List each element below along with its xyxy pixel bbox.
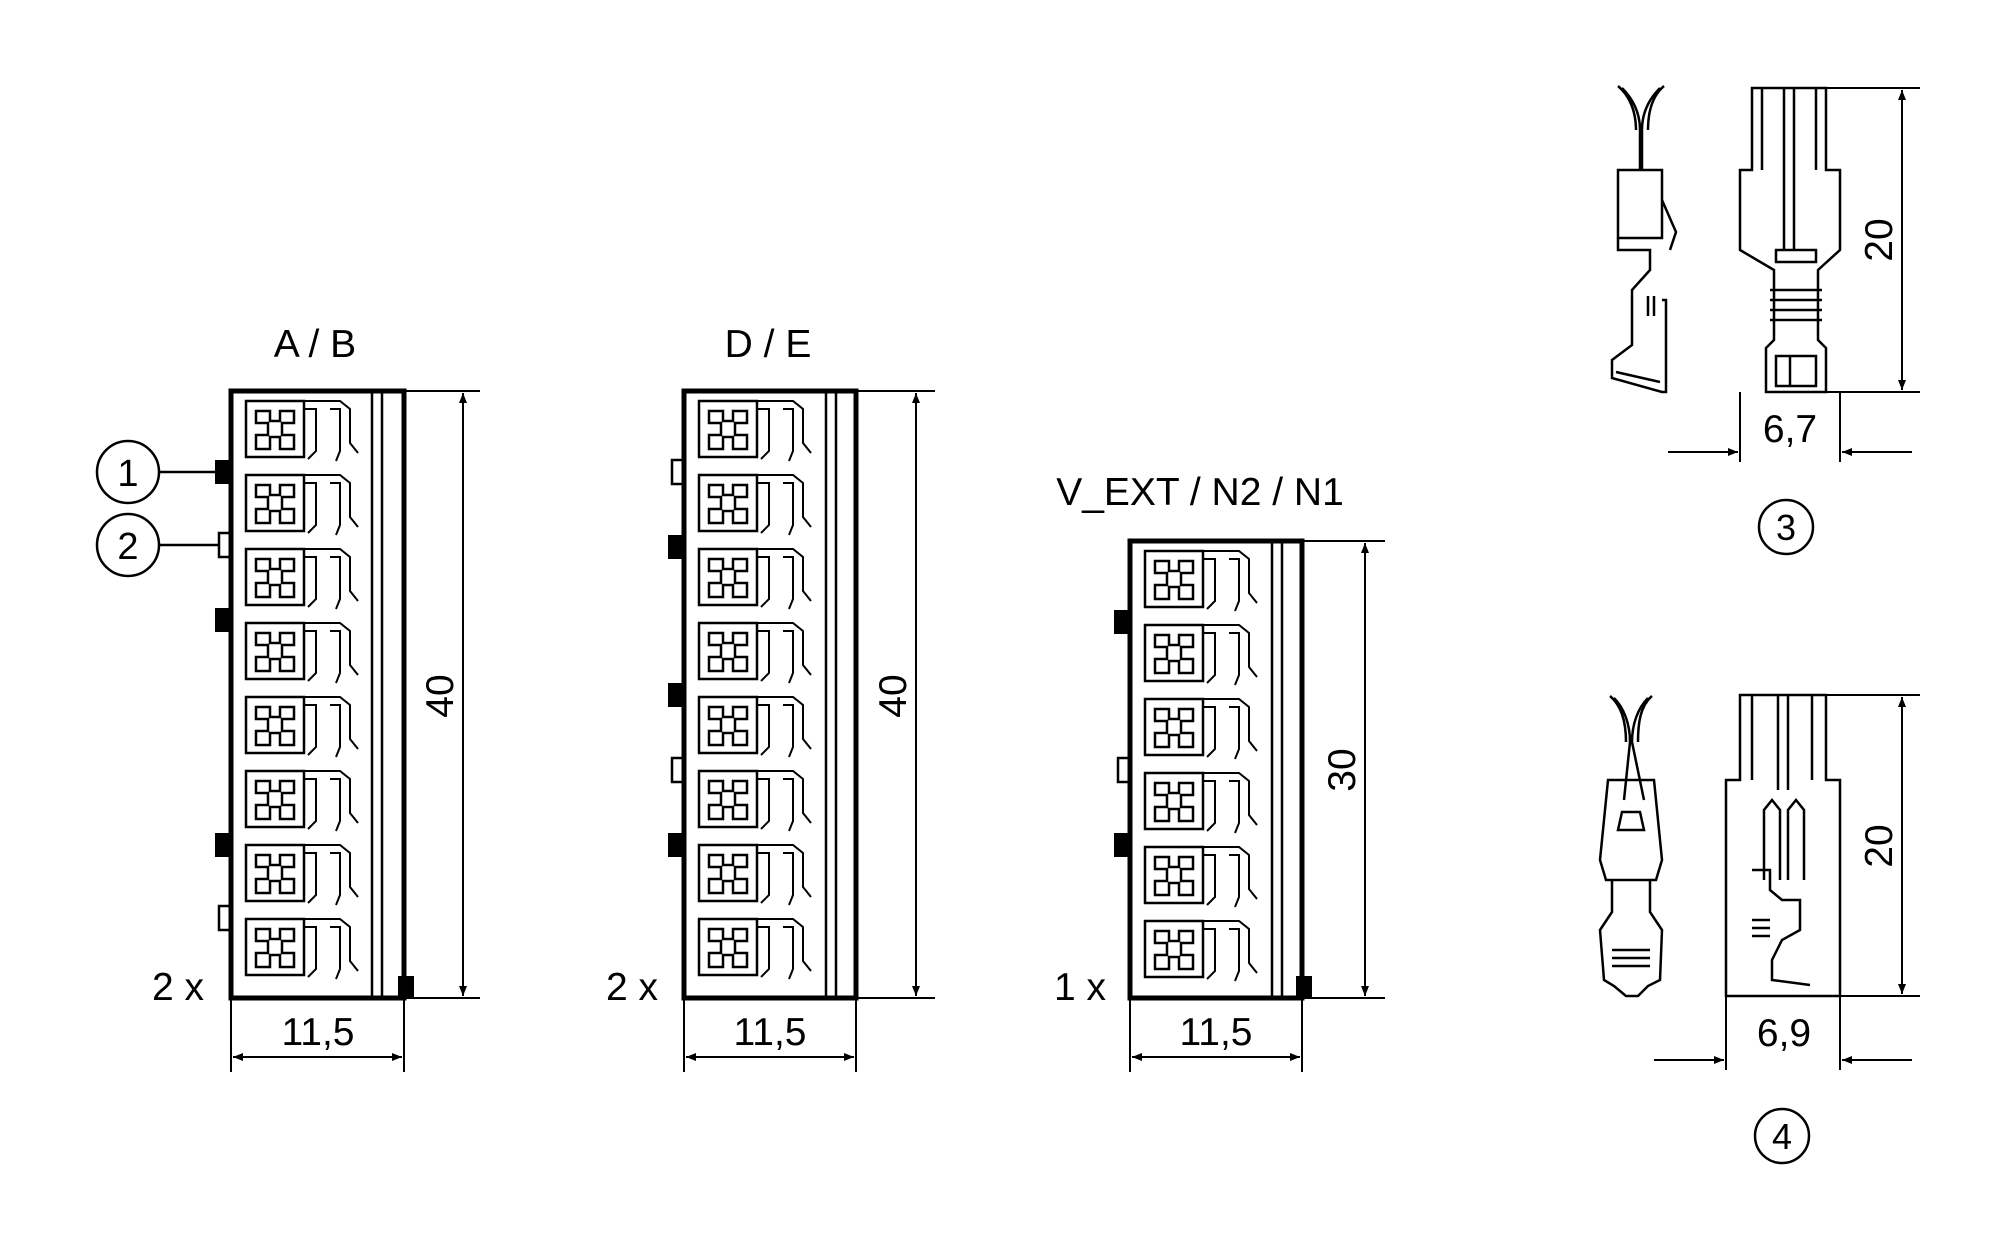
connector-de: D / E 2 x 40 11,5 [606,323,935,1072]
callout-2: 2 [95,512,219,578]
callout-4-label: 4 [1772,1116,1792,1157]
contact-4-side-view [1598,695,1664,998]
callout-3-label: 3 [1776,507,1796,548]
connector-ab: A / B 2 x 40 11,5 [152,323,480,1072]
contact-3-width-label: 6,7 [1763,408,1817,451]
contact-3-front-view [1738,86,1842,394]
callout-1-label: 1 [117,453,138,495]
callout-2-label: 2 [117,526,138,568]
connector-de-quantity: 2 x [606,966,659,1009]
contact-4-front-view [1724,693,1842,998]
connector-ab-body [215,388,414,1001]
contact-4-height-label: 20 [1858,824,1901,867]
callout-1: 1 [95,439,215,505]
connector-de-height-label: 40 [872,674,915,717]
connector-de-width-label: 11,5 [733,1011,806,1054]
connector-vext-quantity: 1 x [1054,966,1107,1009]
connector-ab-height-label: 40 [419,674,462,717]
connector-de-body [668,388,859,1001]
connector-vext: V_EXT / N2 / N1 1 x 30 11,5 [1054,471,1385,1072]
connector-vext-width-label: 11,5 [1179,1011,1252,1054]
contact-3-height-label: 20 [1858,218,1901,261]
connector-de-title: D / E [725,323,812,366]
contact-4: 20 6,9 4 [1598,693,1920,1165]
contact-4-width-label: 6,9 [1757,1012,1811,1055]
connector-ab-quantity: 2 x [152,966,205,1009]
connector-ab-title: A / B [274,323,356,366]
contact-3-side-view [1610,85,1678,394]
connector-vext-title: V_EXT / N2 / N1 [1056,471,1344,514]
connector-vext-height-label: 30 [1321,748,1364,791]
connector-ab-width-label: 11,5 [281,1011,354,1054]
connector-vext-body [1114,538,1312,1001]
contact-3: 20 6,7 3 [1610,85,1920,556]
